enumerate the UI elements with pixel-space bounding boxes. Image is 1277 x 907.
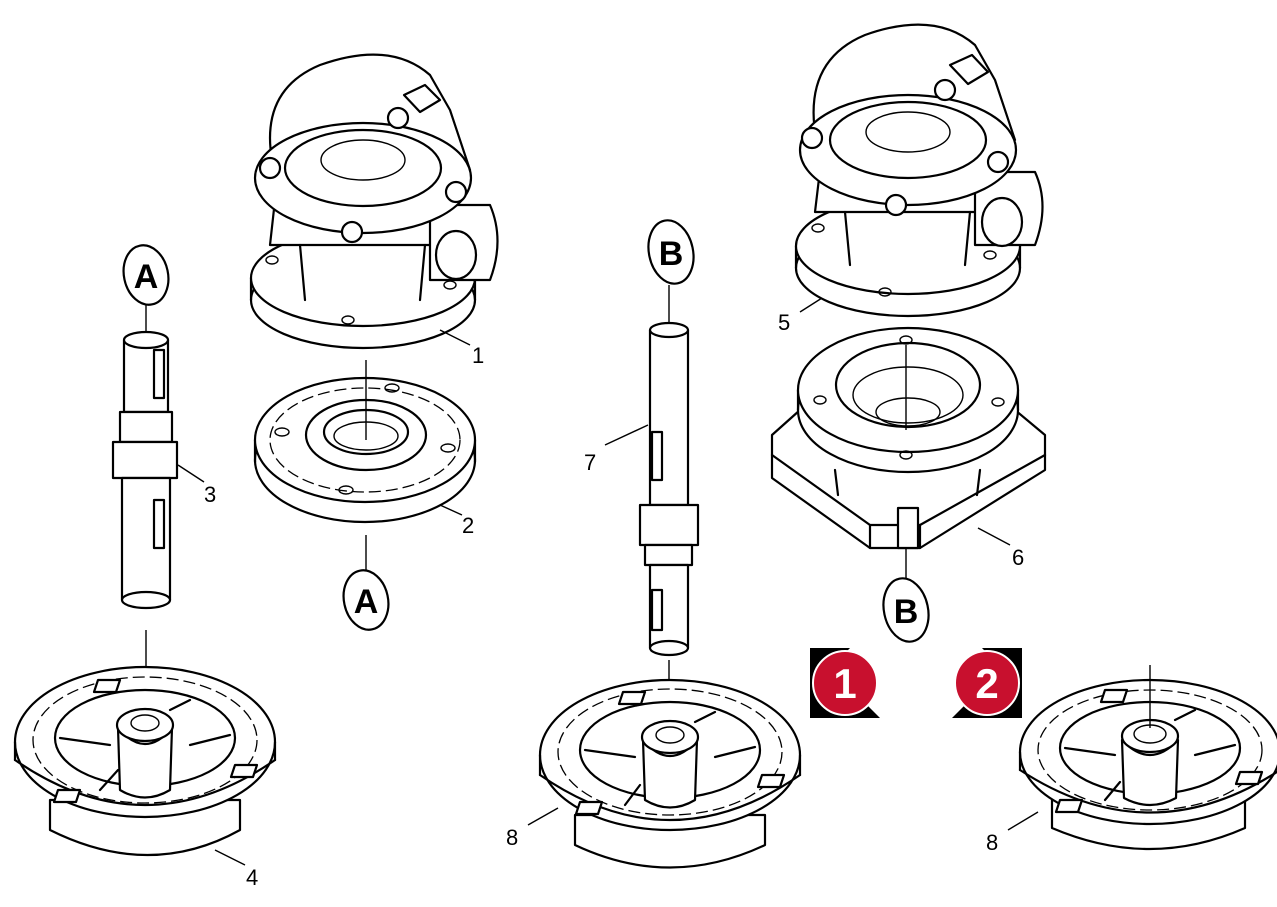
leader-line-2 (439, 504, 463, 516)
leader-line-8a (527, 807, 559, 826)
leader-line-8b (1007, 811, 1039, 831)
svg-text:B: B (894, 593, 919, 631)
mounting-flange-2 (253, 376, 477, 524)
reference-mark-b-top: B (647, 219, 695, 285)
leader-line-6 (977, 527, 1011, 546)
svg-text:A: A (354, 583, 379, 621)
svg-text:A: A (134, 258, 159, 296)
step-number-1: 1 (833, 660, 856, 707)
reference-mark-b-bottom: B (882, 577, 930, 643)
part-label-6: 6 (1012, 545, 1024, 570)
step-number-2: 2 (975, 660, 998, 707)
pump-housing-5 (794, 23, 1044, 318)
reference-mark-a-bottom: A (342, 569, 390, 631)
part-label-1: 1 (472, 343, 484, 368)
part-label-2: 2 (462, 513, 474, 538)
impeller-8-step-1 (538, 678, 802, 869)
part-label-8b: 8 (986, 830, 998, 855)
reference-mark-a-top: A (122, 244, 170, 306)
step-badge-2: 2 (952, 648, 1022, 718)
leader-line-1 (439, 329, 471, 346)
leader-line-4 (214, 849, 246, 866)
shaft-3 (111, 330, 179, 610)
svg-text:B: B (659, 235, 684, 273)
leader-line-3 (177, 464, 205, 483)
shaft-7 (638, 321, 700, 657)
part-label-4: 4 (246, 865, 258, 890)
part-label-3: 3 (204, 482, 216, 507)
impeller-4 (13, 665, 277, 856)
mounting-plate-6 (770, 326, 1047, 550)
pump-housing-1 (249, 53, 499, 350)
part-label-5: 5 (778, 310, 790, 335)
leader-line-7 (604, 424, 649, 446)
leader-line-5 (799, 297, 823, 313)
impeller-8-step-2 (1018, 678, 1277, 851)
part-label-7: 7 (584, 450, 596, 475)
step-badge-1: 1 (810, 648, 880, 718)
part-label-8a: 8 (506, 825, 518, 850)
